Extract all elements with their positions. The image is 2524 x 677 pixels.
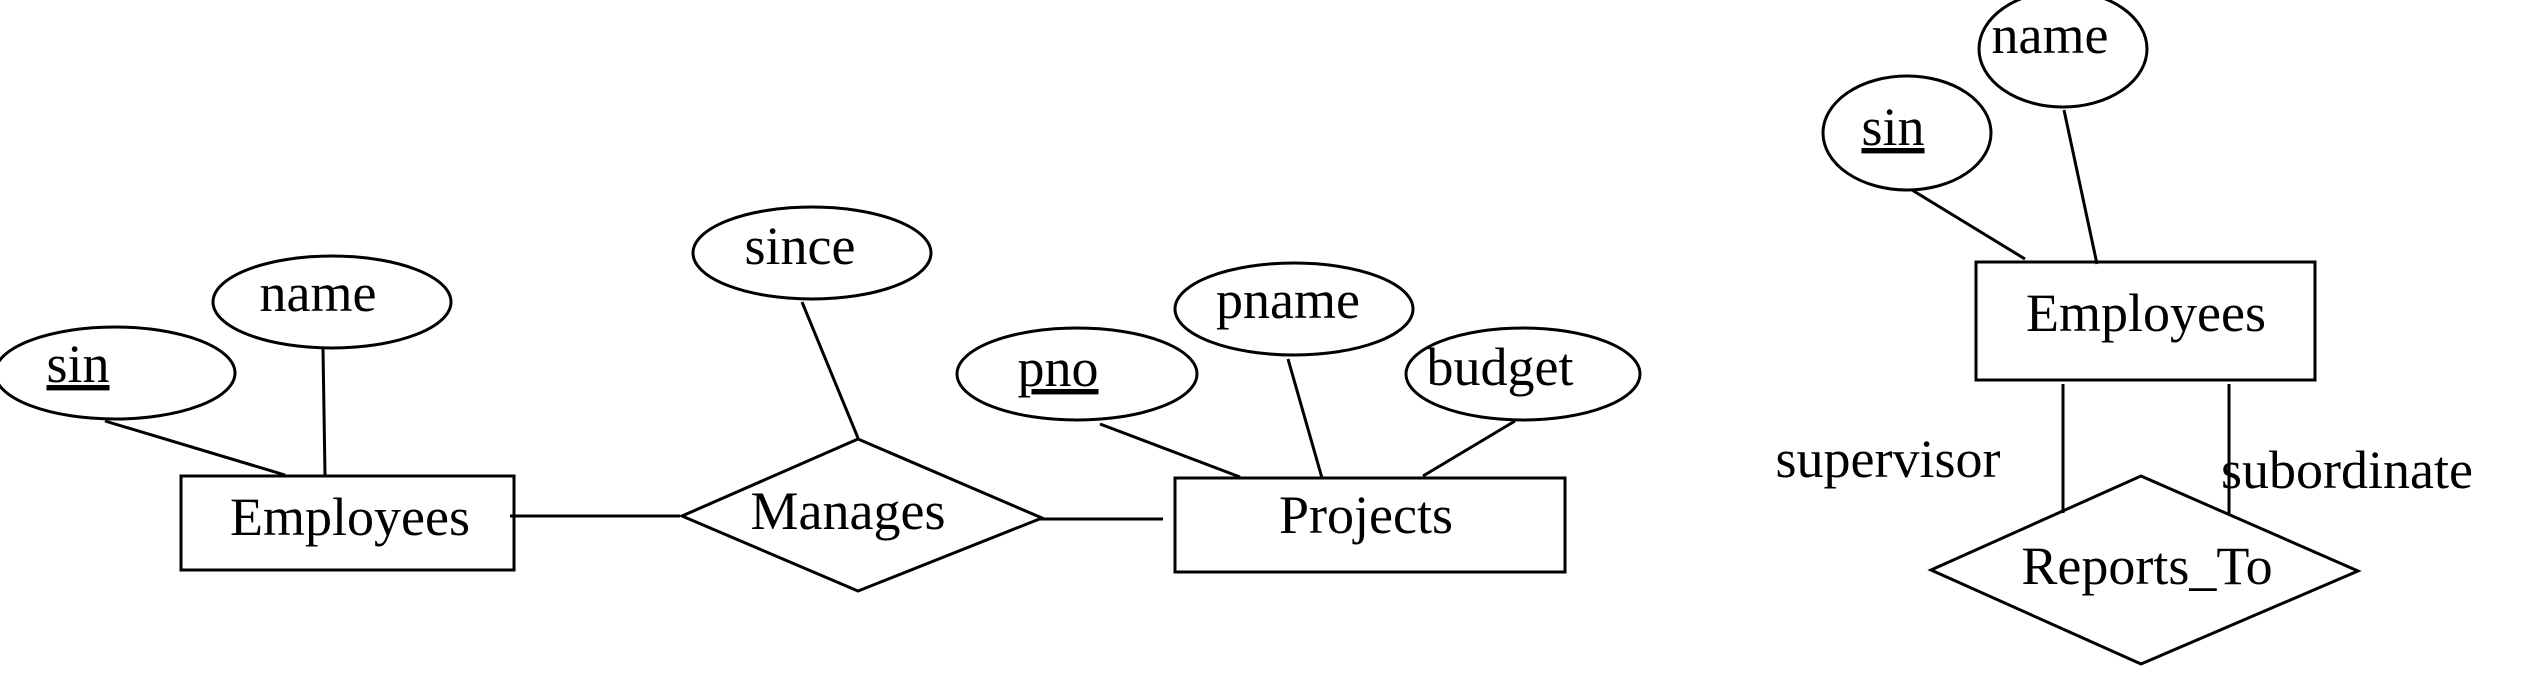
attribute-name-2: name [1977,0,2149,109]
attribute-sin-label: sin [46,334,109,394]
attribute-pno-label: pno [1018,338,1099,398]
entity-projects: Projects [1173,476,1567,574]
attribute-budget: budget [1404,326,1642,422]
entity-employees-label: Employees [230,487,470,547]
link-name2-employees [2062,109,2099,265]
attribute-pname: pname [1173,261,1415,357]
attribute-sin-2: sin [1821,74,1993,192]
attribute-name: name [211,254,453,350]
relationship-reports-to-label: Reports_To [2021,536,2272,596]
link-budget-projects [1422,419,1516,478]
attribute-name-label: name [260,263,377,323]
link-pname-projects [1286,358,1324,479]
link-pno-projects [1099,422,1241,479]
attribute-sin-2-label: sin [1861,97,1924,157]
entity-employees-2-label: Employees [2026,283,2266,343]
attribute-sin: sin [0,325,237,421]
link-since-manages [800,301,860,439]
link-name-employees [321,348,327,476]
relationship-manages: Manages [678,437,1046,593]
role-subordinate-label: subordinate [2221,440,2473,500]
link-sin-employees [104,419,286,477]
relationship-manages-label: Manages [751,481,946,541]
attribute-since: since [691,205,933,301]
relationship-reports-to: Reports_To [1927,474,2362,666]
role-supervisor-label: supervisor [1776,429,2001,489]
er-diagram-manages: sin name Employees since Manages pno [0,205,1642,593]
attribute-budget-label: budget [1427,337,1574,397]
attribute-since-label: since [745,216,856,276]
entity-employees: Employees [179,474,516,572]
attribute-name-2-label: name [1992,5,2109,65]
entity-projects-label: Projects [1279,485,1453,545]
er-diagram-reports-to: name sin Employees supervisor subordinat… [1776,0,2473,666]
entity-employees-2: Employees [1974,260,2317,382]
link-sin2-employees [1911,188,2026,261]
attribute-pname-label: pname [1216,270,1360,330]
attribute-pno: pno [955,326,1199,422]
